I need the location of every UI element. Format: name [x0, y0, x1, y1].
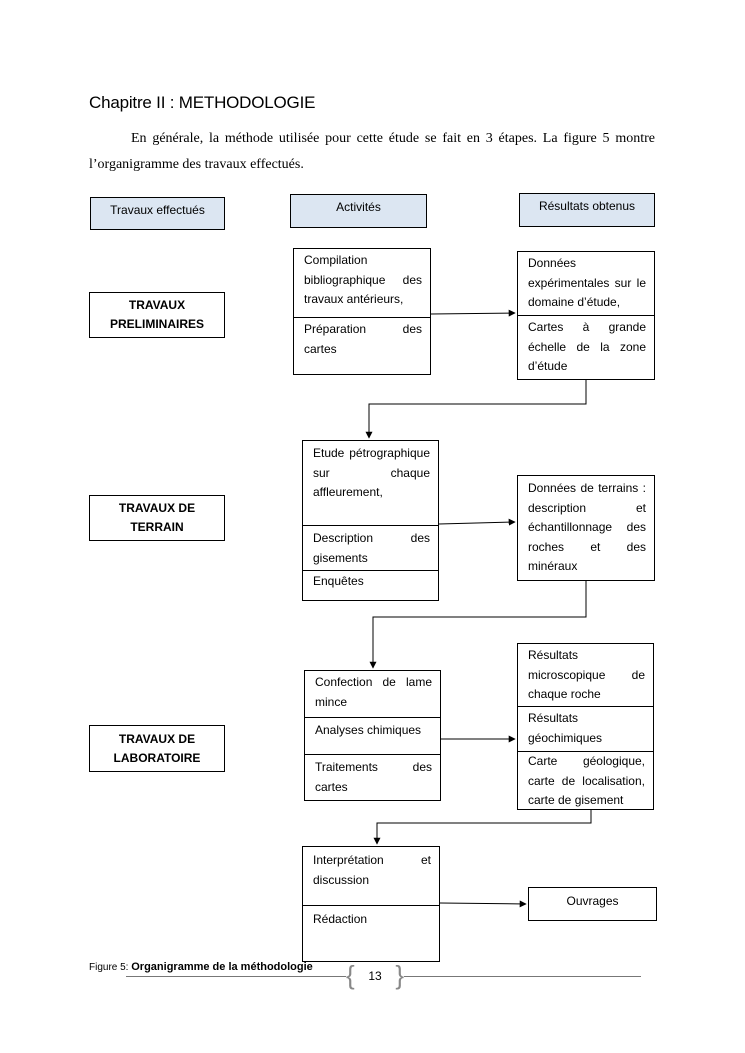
activity-item: Confection de lame mince — [315, 675, 432, 709]
phase-label: TRAVAUX DE LABORATOIRE — [113, 731, 201, 765]
result-item: Résultats microscopique de chaque roche — [528, 648, 645, 701]
activities-final: Interprétation et discussion Rédaction — [302, 846, 440, 962]
results-terrain: Données de terrains : description et éch… — [517, 475, 655, 581]
activity-item: Rédaction — [303, 905, 439, 962]
header-activites: Activités — [290, 194, 427, 228]
phase-preliminaires: TRAVAUX PRELIMINAIRES — [89, 292, 225, 338]
result-item: Carte géologique, carte de localisation,… — [518, 751, 653, 810]
results-prelim: Données expérimentales sur le domaine d’… — [517, 251, 655, 380]
activity-item: Description des gisements — [303, 525, 438, 570]
activity-item: Enquêtes — [303, 570, 438, 601]
left-brace-icon: { — [346, 960, 355, 990]
result-item: Données expérimentales sur le domaine d’… — [528, 256, 646, 309]
results-labo: Résultats microscopique de chaque roche … — [517, 643, 654, 810]
phase-label: TRAVAUX DE TERRAIN — [118, 501, 196, 534]
results-final: Ouvrages — [528, 887, 657, 921]
intro-paragraph: En générale, la méthode utilisée pour ce… — [89, 131, 655, 172]
arrow-prelim — [430, 309, 516, 317]
header-travaux: Travaux effectués — [90, 197, 225, 230]
phase-terrain: TRAVAUX DE TERRAIN — [89, 495, 225, 541]
activity-item: Analyses chimiques — [305, 717, 440, 754]
page-number-box: { 13 } — [346, 960, 404, 990]
phase-label: TRAVAUX PRELIMINAIRES — [109, 298, 204, 331]
header-resultats: Résultats obtenus — [519, 193, 655, 227]
chapter-title: Chapitre II : METHODOLOGIE — [89, 93, 316, 112]
activity-item: Préparation des cartes — [294, 317, 430, 375]
activity-item: Compilation bibliographique des travaux … — [304, 253, 422, 306]
arrow-labo-to-final — [373, 810, 592, 845]
activity-item: Etude pétrographique sur chaque affleure… — [313, 446, 430, 499]
right-brace-icon: } — [395, 960, 404, 990]
result-item: Résultats géochimiques — [518, 706, 653, 751]
arrow-terrain-to-labo — [369, 581, 587, 669]
activity-item: Interprétation et discussion — [313, 853, 431, 887]
activities-prelim: Compilation bibliographique des travaux … — [293, 248, 431, 375]
arrow-prelim-to-terrain — [365, 380, 587, 439]
arrow-final — [439, 900, 527, 908]
result-item: Cartes à grande échelle de la zone d’étu… — [518, 315, 654, 380]
page-number: 13 — [368, 969, 382, 983]
caption-text: Organigramme de la méthodologie — [131, 961, 313, 973]
activity-item: Traitements des cartes — [305, 754, 440, 801]
activities-labo: Confection de lame mince Analyses chimiq… — [304, 670, 441, 801]
activities-terrain: Etude pétrographique sur chaque affleure… — [302, 440, 439, 601]
caption-prefix: Figure 5: — [89, 962, 129, 973]
figure-caption: Figure 5: Organigramme de la méthodologi… — [89, 961, 313, 973]
phase-laboratoire: TRAVAUX DE LABORATOIRE — [89, 725, 225, 772]
arrow-terrain — [438, 518, 516, 526]
